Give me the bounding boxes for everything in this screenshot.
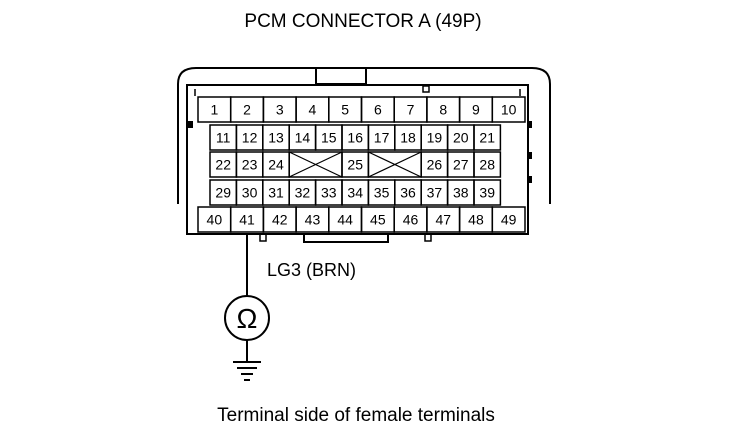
terminal-number: 23 [242, 157, 258, 173]
terminal-number: 43 [305, 212, 321, 228]
terminal-number: 24 [268, 157, 284, 173]
terminal-number: 7 [407, 102, 415, 118]
terminal-cell [473, 124, 502, 151]
terminal-number: 22 [215, 157, 231, 173]
terminal-number: 34 [347, 185, 363, 201]
terminal-number: 37 [427, 185, 443, 201]
terminal-number: 13 [268, 130, 284, 146]
wire-label: LG3 (BRN) [267, 260, 356, 280]
terminal-number: 4 [309, 102, 317, 118]
terminal-number: 2 [243, 102, 251, 118]
terminal-number: 31 [268, 185, 284, 201]
terminal-number: 12 [242, 130, 258, 146]
footer-caption: Terminal side of female terminals [217, 405, 495, 426]
terminal-number: 21 [479, 130, 495, 146]
terminal-number: 33 [321, 185, 337, 201]
ohmmeter-icon: Ω [224, 295, 270, 341]
terminal-number: 32 [295, 185, 311, 201]
terminal-number: 47 [435, 212, 451, 228]
terminal-number: 15 [321, 130, 337, 146]
terminal-number: 14 [295, 130, 311, 146]
blocked-cavity-right-cross [368, 151, 422, 178]
terminal-number: 3 [276, 102, 284, 118]
connector-latch-icon [315, 67, 367, 85]
terminal-number: 6 [374, 102, 382, 118]
terminal-number: 19 [427, 130, 443, 146]
blocked-cavity-left [288, 151, 343, 178]
terminal-cell [473, 179, 502, 206]
ohmmeter-symbol: Ω [237, 303, 258, 334]
terminal-cell [491, 96, 526, 123]
terminal-number: 26 [427, 157, 443, 173]
terminal-number: 29 [215, 185, 231, 201]
terminal-number: 39 [479, 185, 495, 201]
ground-icon [233, 340, 261, 381]
terminal-number: 20 [453, 130, 469, 146]
terminal-number: 28 [479, 157, 495, 173]
connector-title: PCM CONNECTOR A (49P) [244, 11, 481, 32]
terminal-number: 17 [374, 130, 390, 146]
blocked-cavity-right [367, 151, 422, 178]
terminal-number: 27 [453, 157, 469, 173]
terminal-number: 10 [501, 102, 517, 118]
terminal-number: 11 [216, 130, 231, 146]
terminal-number: 8 [439, 102, 447, 118]
terminal-number: 48 [468, 212, 484, 228]
terminal-cell [491, 206, 526, 233]
terminal-number: 9 [472, 102, 480, 118]
terminal-number: 35 [374, 185, 390, 201]
terminal-number: 44 [337, 212, 353, 228]
terminal-number: 1 [210, 102, 218, 118]
terminal-number: 18 [400, 130, 416, 146]
terminal-number: 25 [347, 157, 363, 173]
terminal-number: 36 [400, 185, 416, 201]
terminal-cell [473, 151, 502, 178]
terminal-number: 41 [239, 212, 255, 228]
terminal-number: 30 [242, 185, 258, 201]
terminal-number: 45 [370, 212, 386, 228]
terminal-number: 5 [341, 102, 349, 118]
connector-housing [177, 67, 551, 243]
terminal-number: 46 [403, 212, 419, 228]
terminal-number: 16 [347, 130, 363, 146]
terminal-number: 42 [272, 212, 288, 228]
terminal-number: 49 [501, 212, 517, 228]
blocked-cavity-left-cross [288, 151, 343, 178]
terminal-number: 40 [207, 212, 223, 228]
terminal-number: 38 [453, 185, 469, 201]
